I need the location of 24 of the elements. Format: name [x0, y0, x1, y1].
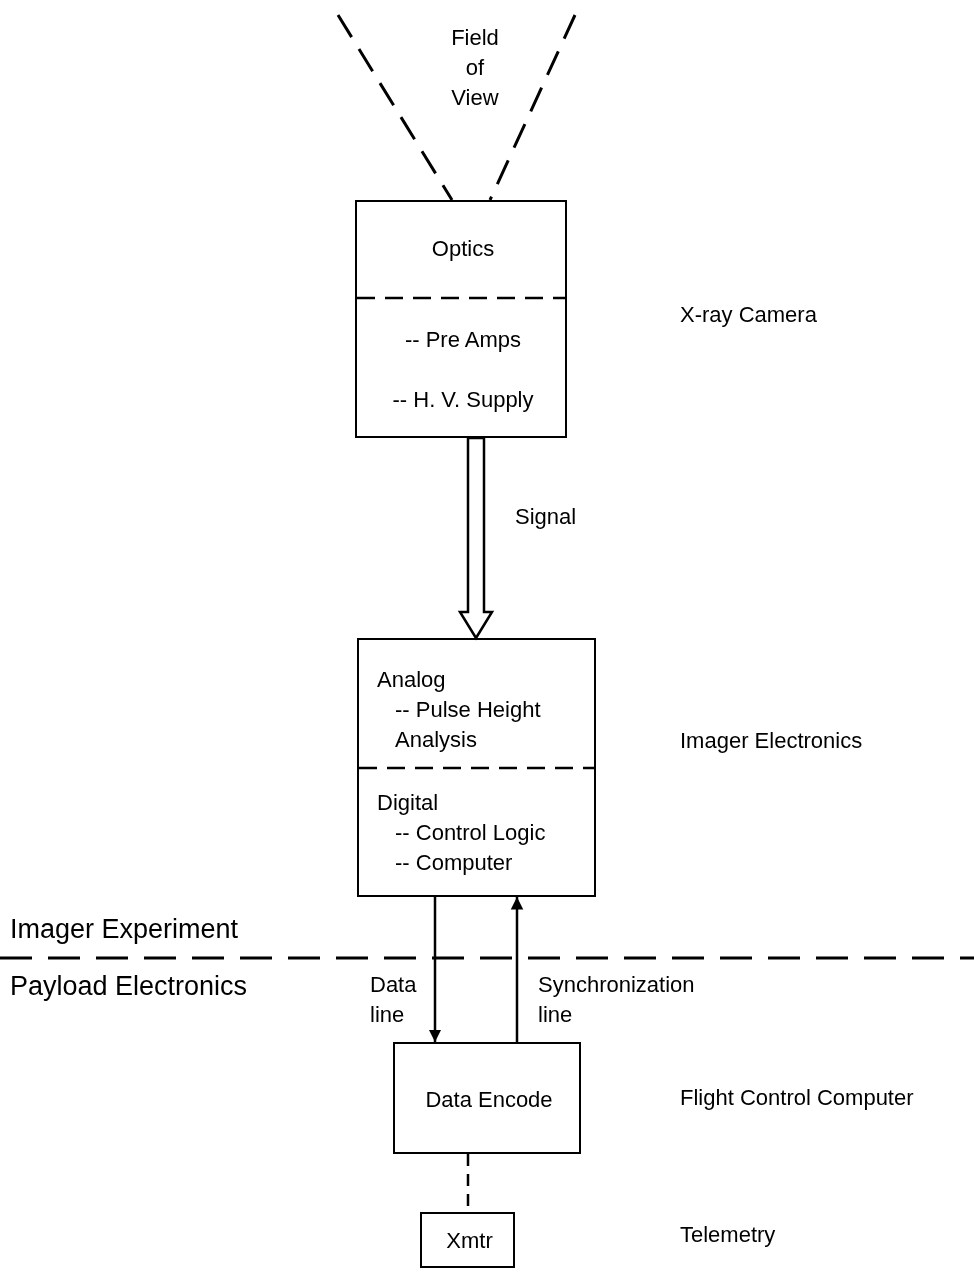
component-box: [357, 638, 596, 897]
component-box: [393, 1042, 581, 1154]
box-text: -- H. V. Supply: [391, 386, 535, 414]
box-text: Xmtr: [445, 1227, 494, 1255]
region-label: Payload Electronics: [10, 971, 248, 1001]
component-label: Imager Electronics: [680, 727, 863, 755]
box-text: -- Computer: [395, 849, 513, 877]
arrow: [510, 897, 524, 1042]
box-text: Optics: [430, 235, 496, 263]
box-text: Digital: [377, 789, 439, 817]
component-label: X-ray Camera: [680, 301, 817, 329]
component-box: [355, 200, 567, 438]
region-label: Imager Experiment: [10, 914, 239, 944]
component-box: [420, 1212, 515, 1268]
component-label: Flight Control Computer: [680, 1084, 914, 1112]
box-text: -- Control Logic: [395, 819, 546, 847]
component-label: Telemetry: [680, 1221, 776, 1249]
field-of-view-label: Field of View: [450, 24, 500, 112]
arrow: [428, 897, 442, 1042]
box-text: -- Pulse Height Analysis: [395, 696, 542, 754]
arrow: [457, 436, 495, 641]
box-text: Analog: [377, 666, 446, 694]
box-text: -- Pre Amps: [403, 326, 523, 354]
box-text: Data Encode: [424, 1086, 554, 1114]
